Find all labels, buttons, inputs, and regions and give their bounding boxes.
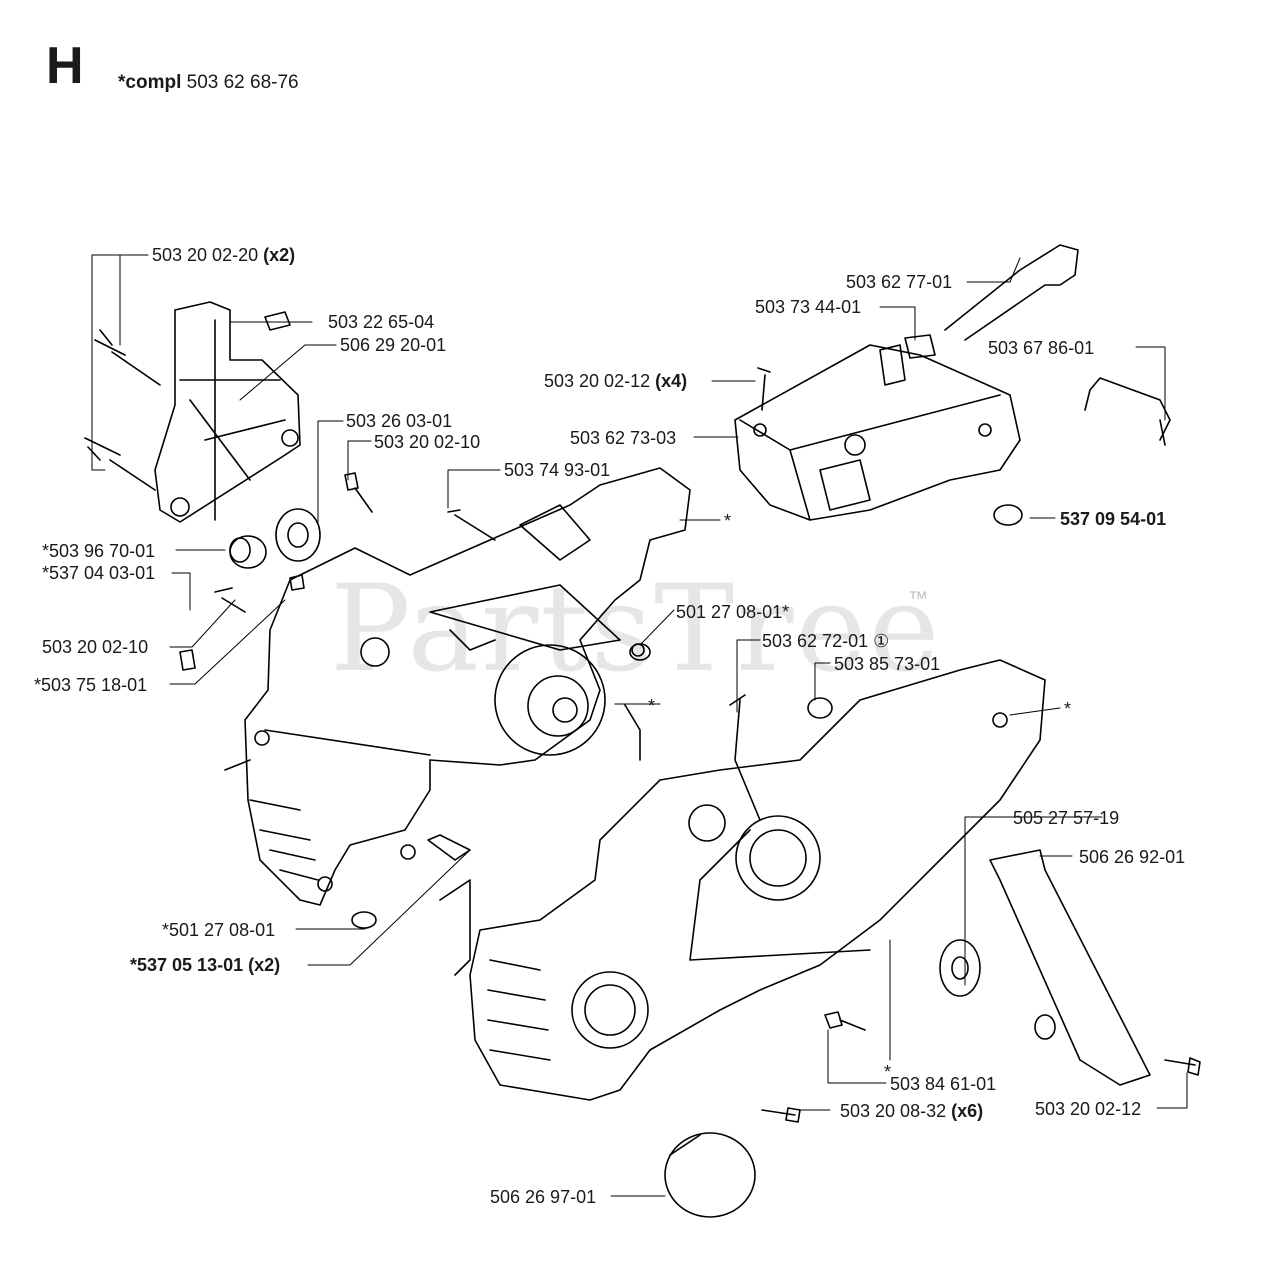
part-label-503-85-73-01[interactable]: 503 85 73-01 — [834, 655, 940, 673]
part-number: 501 27 08-01* — [676, 602, 790, 622]
part-qty: (x2) — [263, 245, 296, 265]
section-letter: H — [46, 37, 84, 95]
part-number: 503 20 02-10 — [42, 637, 149, 657]
asterisk-marker: * — [648, 696, 656, 716]
watermark-trademark: ™ — [908, 588, 928, 610]
part-label-503-62-73-03[interactable]: 503 62 73-03 — [570, 429, 676, 447]
part-label-506-26-97-01[interactable]: 506 26 97-01 — [490, 1188, 596, 1206]
part-label-501-27-08-01-right[interactable]: 501 27 08-01* — [676, 603, 789, 621]
watermark: PartsTree — [330, 560, 942, 699]
part-label-503-20-02-12-x4[interactable]: 503 20 02-12 (x4) — [544, 372, 687, 390]
part-number: 505 27 57-19 — [1013, 808, 1120, 828]
part-number: *503 96 70-01 — [42, 541, 156, 561]
part-label-503-26-03-01[interactable]: 503 26 03-01 — [346, 412, 452, 430]
part-number: 503 20 02-20 — [152, 245, 259, 265]
cylinder-cover-drawing — [734, 244, 1171, 526]
part-note-marker: ① — [873, 631, 890, 651]
part-label-503-67-86-01[interactable]: 503 67 86-01 — [988, 339, 1094, 357]
part-number: 503 20 02-12 — [544, 371, 651, 391]
part-label-503-20-08-32[interactable]: 503 20 08-32 (x6) — [840, 1102, 983, 1120]
part-label-503-84-61-01[interactable]: 503 84 61-01 — [890, 1075, 996, 1093]
part-number: 503 20 02-12 — [1035, 1099, 1142, 1119]
part-number: 503 22 65-04 — [328, 312, 435, 332]
part-label-503-62-77-01[interactable]: 503 62 77-01 — [846, 273, 952, 291]
right-small-parts — [664, 849, 1201, 1218]
part-label-506-29-20-01[interactable]: 506 29 20-01 — [340, 336, 446, 354]
part-number: 503 67 86-01 — [988, 338, 1095, 358]
part-number: 506 29 20-01 — [340, 335, 447, 355]
part-label-503-20-02-12-right[interactable]: 503 20 02-12 — [1035, 1100, 1141, 1118]
part-label-503-74-93-01[interactable]: 503 74 93-01 — [504, 461, 610, 479]
leader-lines — [91, 254, 1188, 1197]
left-crankcase-drawing — [224, 467, 691, 906]
part-label-503-62-72-01[interactable]: 503 62 72-01 ① — [762, 632, 889, 650]
part-label-503-20-02-10-left[interactable]: 503 20 02-10 — [42, 638, 148, 656]
part-number: 506 26 97-01 — [490, 1187, 597, 1207]
asterisk-marker: * — [724, 511, 732, 531]
part-qty: (x6) — [951, 1101, 984, 1121]
part-number: 503 26 03-01 — [346, 411, 453, 431]
part-label-503-96-70-01[interactable]: *503 96 70-01 — [42, 542, 155, 560]
part-number: 503 84 61-01 — [890, 1074, 997, 1094]
part-number: 503 62 72-01 — [762, 631, 869, 651]
compl-part-number: 503 62 68-76 — [186, 72, 299, 93]
right-crankcase-drawing — [439, 659, 1046, 1101]
part-label-503-73-44-01[interactable]: 503 73 44-01 — [755, 298, 861, 316]
part-number: 506 26 92-01 — [1079, 847, 1186, 867]
part-number: 503 62 73-03 — [570, 428, 677, 448]
part-label-503-20-02-20[interactable]: 503 20 02-20 (x2) — [152, 246, 295, 264]
part-number: 503 73 44-01 — [755, 297, 862, 317]
part-qty: (x4) — [655, 371, 688, 391]
part-label-506-26-92-01[interactable]: 506 26 92-01 — [1079, 848, 1185, 866]
part-label-505-27-57-19[interactable]: 505 27 57-19 — [1013, 809, 1119, 827]
part-number: 503 20 02-10 — [374, 432, 481, 452]
part-number: *501 27 08-01 — [162, 920, 276, 940]
part-number: 503 20 08-32 — [840, 1101, 947, 1121]
part-number: *537 04 03-01 — [42, 563, 156, 583]
part-number: 537 09 54-01 — [1060, 509, 1167, 529]
part-label-537-05-13-01[interactable]: *537 05 13-01 (x2) — [130, 956, 280, 974]
compl-prefix: *compl — [118, 72, 182, 93]
part-number: *537 05 13-01 (x2) — [130, 955, 281, 975]
asterisk-marker: * — [884, 1062, 892, 1082]
part-number: *503 75 18-01 — [34, 675, 148, 695]
part-number: 503 74 93-01 — [504, 460, 611, 480]
part-number: 503 85 73-01 — [834, 654, 941, 674]
asterisk-marker: * — [1064, 699, 1072, 719]
part-label-503-20-02-10-top[interactable]: 503 20 02-10 — [374, 433, 480, 451]
clutch-cover-drawing — [84, 301, 301, 523]
left-small-parts — [179, 472, 651, 929]
part-label-537-04-03-01[interactable]: *537 04 03-01 — [42, 564, 155, 582]
complete-assembly-label: *compl 503 62 68-76 — [118, 72, 299, 94]
part-label-503-75-18-01[interactable]: *503 75 18-01 — [34, 676, 147, 694]
part-label-537-09-54-01[interactable]: 537 09 54-01 — [1060, 510, 1166, 528]
part-label-501-27-08-01-left[interactable]: *501 27 08-01 — [162, 921, 275, 939]
part-number: 503 62 77-01 — [846, 272, 953, 292]
part-label-503-22-65-04[interactable]: 503 22 65-04 — [328, 313, 434, 331]
